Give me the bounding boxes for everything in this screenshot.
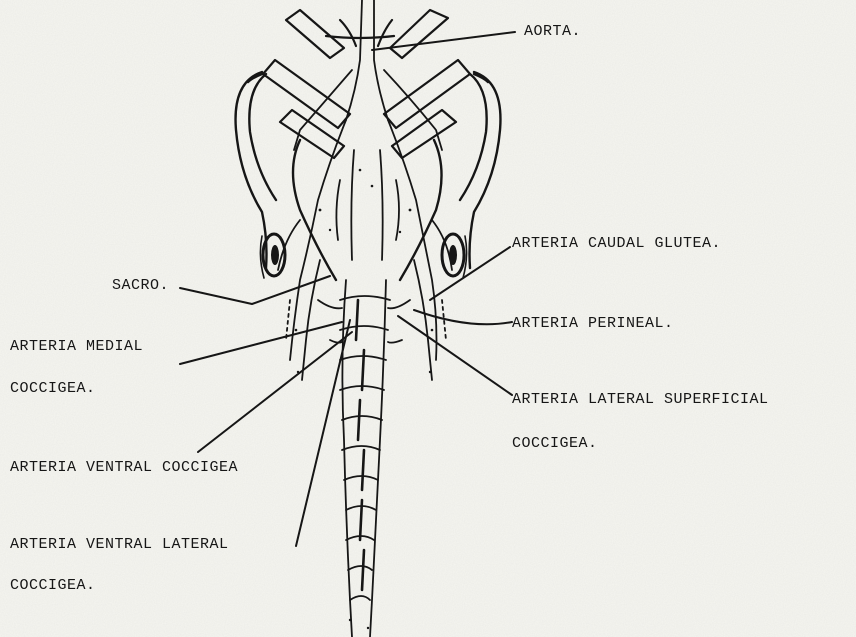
vessels: [278, 0, 452, 380]
coccygeal-vertebrae: [318, 280, 410, 637]
label-arteria-ventral-lateral-line2: COCCIGEA.: [10, 578, 96, 593]
label-arteria-medial-line2: COCCIGEA.: [10, 381, 96, 396]
label-arteria-medial-line1: ARTERIA MEDIAL: [10, 339, 143, 354]
label-arteria-ventral-lateral-line1: ARTERIA VENTRAL LATERAL: [10, 537, 229, 552]
label-arteria-caudal-glutea: ARTERIA CAUDAL GLUTEA.: [512, 236, 721, 251]
label-arteria-lateral-superficial-line1: ARTERIA LATERAL SUPERFICIAL: [512, 392, 769, 407]
leader-ventral: [198, 332, 352, 452]
acetabulum: [260, 234, 466, 278]
leader-aorta: [372, 32, 515, 50]
leader-sacro: [180, 276, 330, 304]
label-arteria-lateral-superficial-line2: COCCIGEA.: [512, 436, 598, 451]
ribs: [263, 10, 470, 158]
label-arteria-perineal: ARTERIA PERINEAL.: [512, 316, 674, 331]
label-aorta: AORTA.: [524, 24, 581, 39]
leader-perineal: [414, 310, 512, 324]
leader-lateral-superficial: [398, 316, 512, 395]
label-sacro: SACRO.: [112, 278, 169, 293]
label-arteria-ventral-coccigea: ARTERIA VENTRAL COCCIGEA: [10, 460, 238, 475]
